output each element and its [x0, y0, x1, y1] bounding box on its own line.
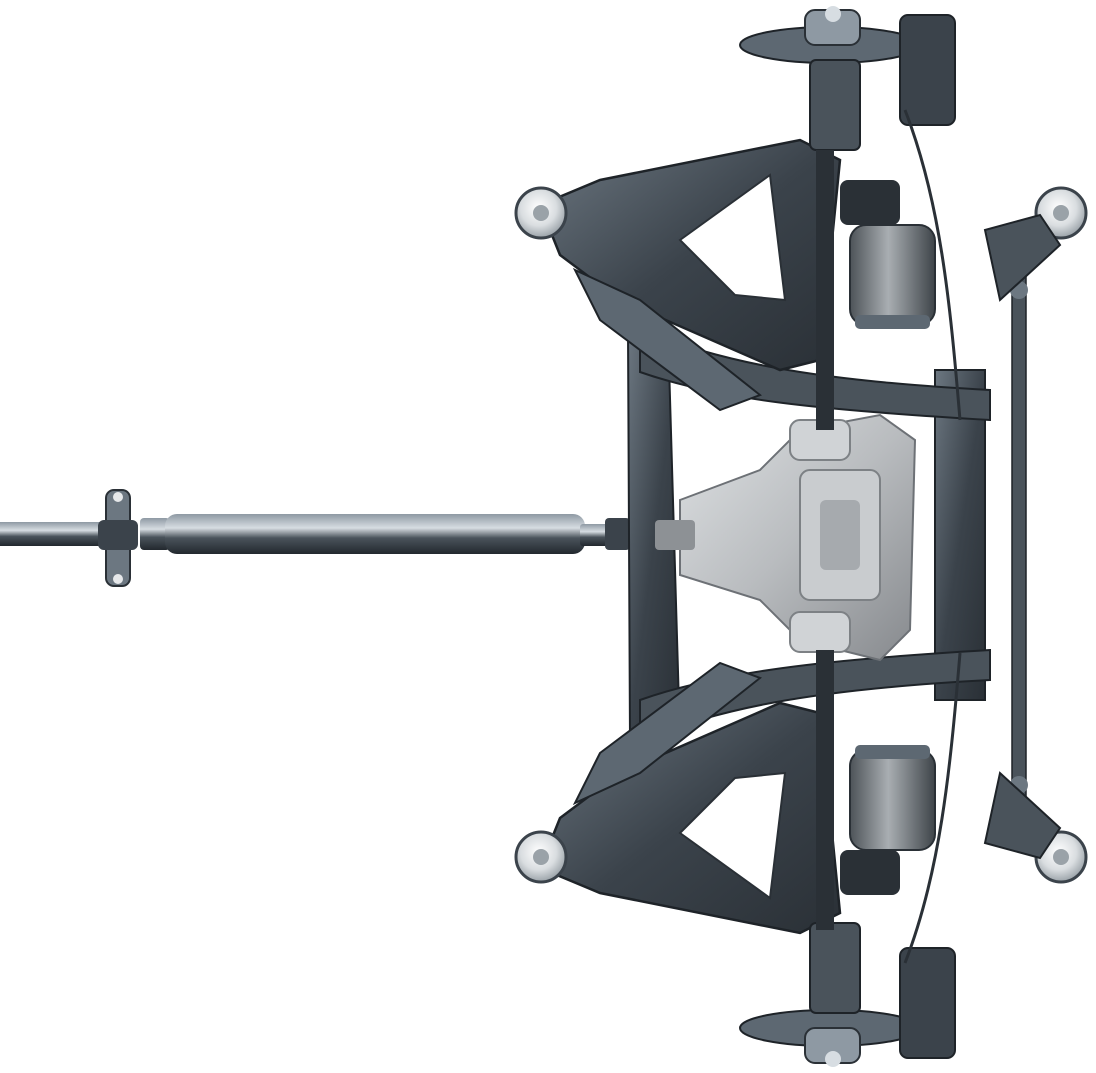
wheel-hub-top: [739, 6, 956, 151]
upper-wishbone-bottom: [538, 661, 842, 935]
propeller-shaft: [0, 514, 630, 554]
upper-wishbone-top: [538, 138, 842, 412]
rear-differential: [655, 413, 917, 662]
half-shaft-top: [816, 150, 834, 430]
bushing-bottom-left: [514, 830, 568, 884]
brake-line-bottom: [903, 652, 962, 964]
air-spring-bottom: [840, 745, 936, 895]
trailing-link-bottom: [983, 771, 1062, 860]
half-shaft-bottom: [816, 650, 834, 930]
trailing-link-top: [983, 213, 1062, 302]
bushing-top-left: [514, 186, 568, 240]
center-bearing-bracket: [98, 489, 138, 587]
air-spring-top: [840, 180, 936, 329]
brake-line-top: [903, 109, 962, 421]
wheel-hub-bottom: [739, 922, 956, 1067]
bushing-top-right: [1034, 186, 1088, 240]
